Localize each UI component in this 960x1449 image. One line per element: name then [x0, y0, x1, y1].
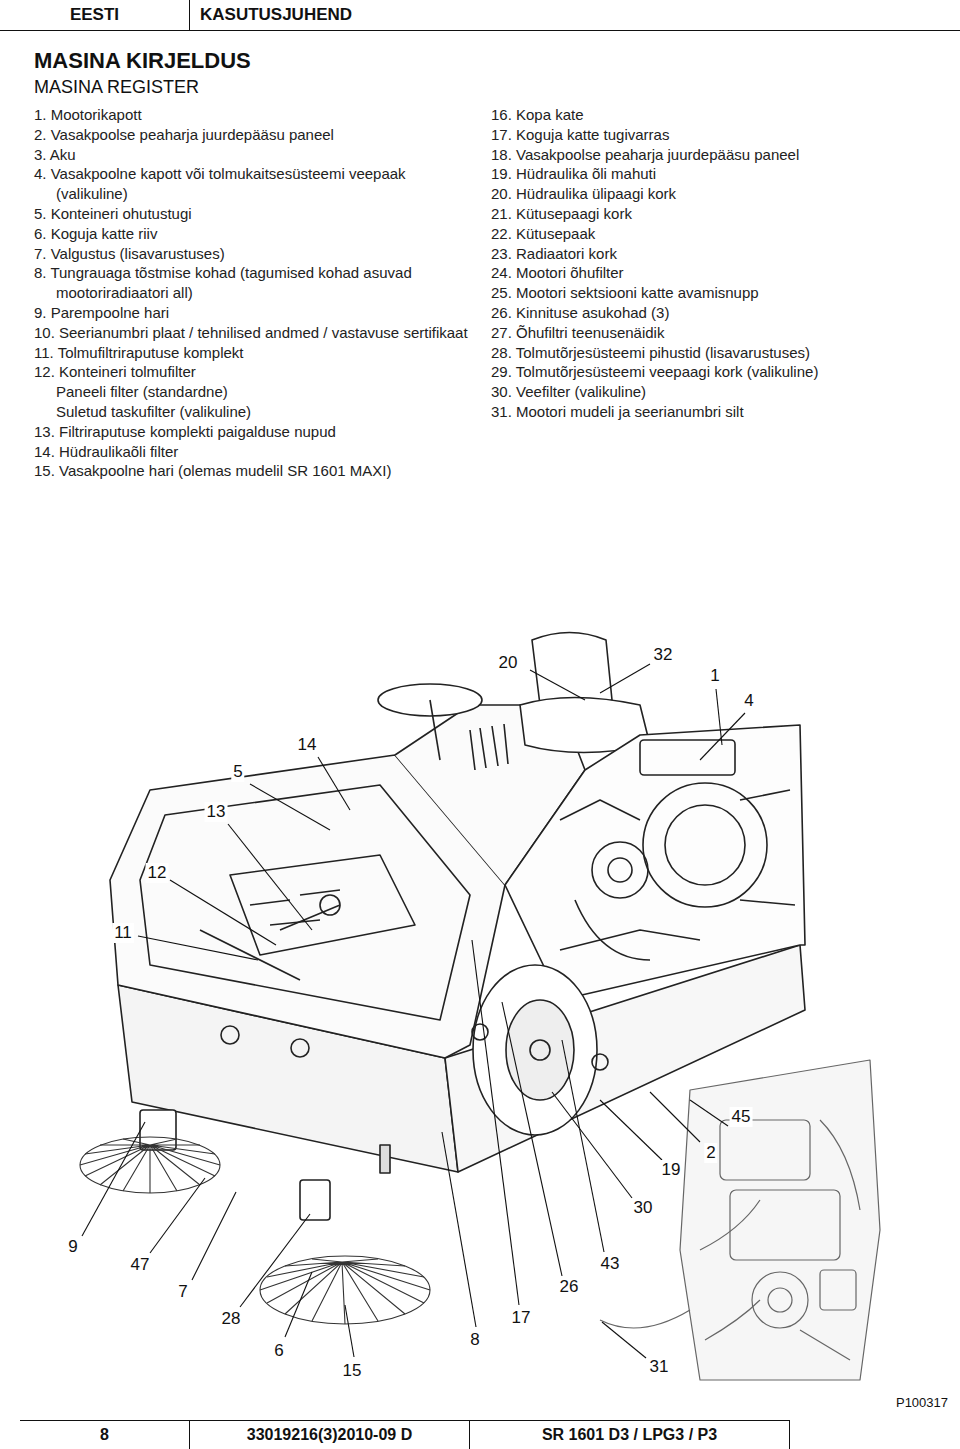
callout-number: 20 [497, 653, 520, 673]
section-heading: MASINA REGISTER [34, 77, 199, 98]
parts-list-item: 5. Konteineri ohutustugi [34, 204, 474, 224]
parts-list-item: 12. Konteineri tolmufilter [34, 362, 474, 382]
callout-number: 6 [272, 1341, 285, 1361]
parts-list-item: 2. Vasakpoolse peaharja juurdepääsu pane… [34, 125, 474, 145]
callout-number: 7 [176, 1282, 189, 1302]
callout-number: 1 [708, 666, 721, 686]
callout-number: 32 [652, 645, 675, 665]
parts-list-item: 21. Kütusepaagi kork [491, 204, 931, 224]
callout-number: 17 [510, 1308, 533, 1328]
parts-list-item: 8. Tungrauaga tõstmise kohad (tagumised … [34, 263, 474, 303]
callout-number: 45 [730, 1107, 753, 1127]
callout-number: 31 [648, 1357, 671, 1377]
parts-list-item: 10. Seerianumbri plaat / tehnilised andm… [34, 323, 474, 343]
callout-number: 43 [599, 1254, 622, 1274]
callout-number: 28 [220, 1309, 243, 1329]
parts-list-item: 15. Vasakpoolne hari (olemas mudelil SR … [34, 461, 474, 481]
callout-number: 11 [112, 923, 134, 943]
parts-list-item: 22. Kütusepaak [491, 224, 931, 244]
parts-list-item: 6. Koguja katte riiv [34, 224, 474, 244]
callout-number: 30 [632, 1198, 655, 1218]
parts-list-item: Suletud taskufilter (valikuline) [34, 402, 474, 422]
parts-list-item: 19. Hüdraulika õli mahuti [491, 164, 931, 184]
callout-number: 9 [66, 1237, 79, 1257]
parts-list-item: 30. Veefilter (valikuline) [491, 382, 931, 402]
footer-doc-cell: 33019216(3)2010-09 D [190, 1420, 470, 1449]
parts-list-item: 4. Vasakpoolne kapott või tolmukaitsesüs… [34, 164, 474, 204]
figure-code: P100317 [896, 1395, 948, 1410]
parts-list-item: 27. Õhufiltri teenusenäidik [491, 323, 931, 343]
parts-list-item: 31. Mootori mudeli ja seerianumbri silt [491, 402, 931, 422]
parts-list-item: 23. Radiaatori kork [491, 244, 931, 264]
parts-list-item: 11. Tolmufiltriraputuse komplekt [34, 343, 474, 363]
cell-text: 33019216(3)2010-09 D [247, 1426, 412, 1444]
parts-list-right: 16. Kopa kate17. Koguja katte tugivarras… [491, 105, 931, 422]
parts-list-item: 1. Mootorikapott [34, 105, 474, 125]
parts-list-item: 24. Mootori õhufilter [491, 263, 931, 283]
cell-text: 8 [100, 1426, 109, 1444]
parts-list-left: 1. Mootorikapott2. Vasakpoolse peaharja … [34, 105, 474, 481]
parts-list-item: 13. Filtriraputuse komplekti paigalduse … [34, 422, 474, 442]
callout-number: 47 [129, 1255, 152, 1275]
page-title: MASINA KIRJELDUS [34, 48, 251, 74]
footer-page-cell: 8 [20, 1420, 190, 1449]
parts-list-item: 17. Koguja katte tugivarras [491, 125, 931, 145]
cell-text: EESTI [70, 5, 119, 25]
parts-list-item: 28. Tolmutõrjesüsteemi pihustid (lisavar… [491, 343, 931, 363]
callout-number: 12 [146, 863, 169, 883]
parts-list-item: 26. Kinnituse asukohad (3) [491, 303, 931, 323]
parts-list-item: Paneeli filter (standardne) [34, 382, 474, 402]
callout-number: 14 [296, 735, 319, 755]
leader-lines [82, 664, 745, 1358]
parts-list-item: 29. Tolmutõrjesüsteemi veepaagi kork (va… [491, 362, 931, 382]
callout-number: 8 [468, 1330, 481, 1350]
parts-list-item: 9. Parempoolne hari [34, 303, 474, 323]
cell-text: KASUTUSJUHEND [200, 5, 352, 25]
callout-number: 5 [231, 762, 244, 782]
callout-number: 19 [660, 1160, 683, 1180]
callout-number: 2 [704, 1143, 717, 1163]
parts-list-item: 20. Hüdraulika ülipaagi kork [491, 184, 931, 204]
parts-list-item: 7. Valgustus (lisavarustuses) [34, 244, 474, 264]
callout-number: 13 [205, 802, 228, 822]
callout-number: 26 [558, 1277, 581, 1297]
parts-list-item: 3. Aku [34, 145, 474, 165]
side-brush [80, 1137, 430, 1324]
footer-model-cell: SR 1601 D3 / LPG3 / P3 [470, 1420, 790, 1449]
parts-list-item: 18. Vasakpoolse peaharja juurdepääsu pan… [491, 145, 931, 165]
callout-number: 15 [341, 1361, 364, 1381]
parts-list-item: 16. Kopa kate [491, 105, 931, 125]
cell-text: SR 1601 D3 / LPG3 / P3 [542, 1426, 717, 1444]
callout-number: 4 [742, 691, 755, 711]
parts-list-item: 25. Mootori sektsiooni katte avamisnupp [491, 283, 931, 303]
parts-list-item: 14. Hüdraulikaõli filter [34, 442, 474, 462]
engine-inset [600, 1060, 880, 1380]
header-language-cell: EESTI [0, 0, 190, 31]
header-section-cell: KASUTUSJUHEND [190, 0, 960, 31]
